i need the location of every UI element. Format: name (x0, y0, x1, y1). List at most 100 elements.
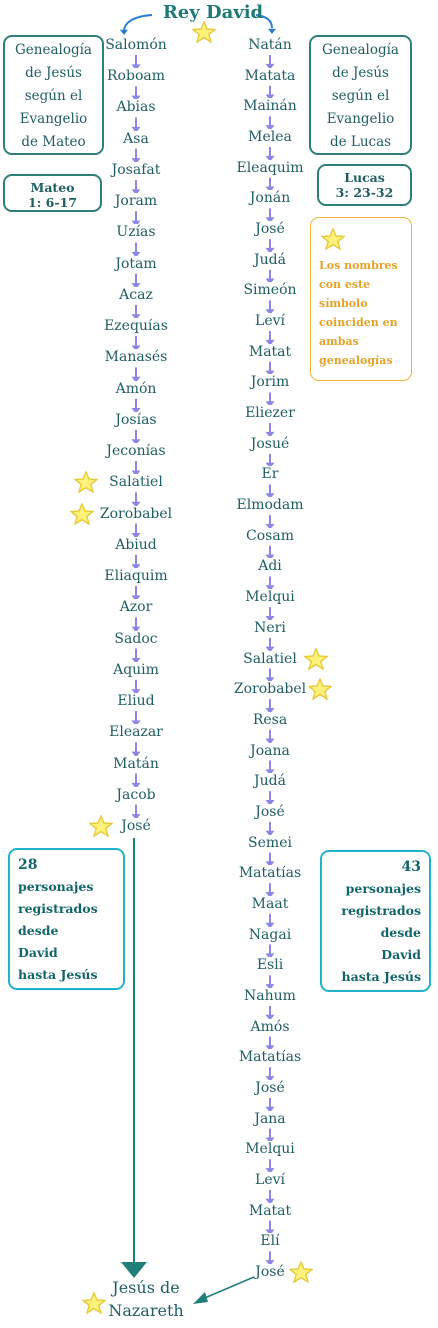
box-line: de Jesús (25, 65, 82, 81)
box-line: según el (331, 88, 390, 104)
lucas-arrow-head (265, 493, 275, 500)
lucas-name: Melqui (244, 589, 296, 606)
lucas-arrow-head (265, 677, 275, 684)
lucas-arrow-head (265, 186, 275, 193)
mateo-name: Salatiel (108, 474, 164, 491)
mateo-arrow-head (131, 95, 141, 102)
box-line: de Jesús (332, 65, 389, 81)
count-line: personajes (18, 879, 94, 894)
lucas-arrow-head (265, 94, 275, 101)
count-number: 28 (18, 857, 38, 873)
lucas-arrow-head (265, 554, 275, 561)
reference-verses: 3: 23-32 (335, 185, 394, 200)
mateo-arrow-head (131, 532, 141, 539)
lucas-name: Mainán (242, 98, 298, 115)
box-line: de Lucas (329, 134, 392, 150)
mateo-arrow-head (131, 564, 141, 571)
star-icon (89, 815, 114, 837)
lucas-name: José (254, 803, 286, 820)
lucas-name: Cosam (245, 527, 295, 544)
mateo-gospel-box: Genealogía de Jesús según el Evangelio d… (3, 35, 104, 155)
star-icon (288, 1261, 313, 1283)
mateo-name: Zorobabel (98, 505, 174, 522)
lucas-name: Semei (247, 834, 293, 851)
mateo-arrow-head (131, 501, 141, 508)
box-line: de Mateo (21, 134, 86, 150)
mateo-arrow-head (131, 64, 141, 71)
lucas-arrow-head (265, 769, 275, 776)
lucas-name: Nahum (243, 987, 297, 1004)
count-number: 43 (401, 859, 421, 875)
mateo-arrow-head (131, 751, 141, 758)
lucas-name: Maat (250, 895, 290, 912)
lucas-final-head (193, 1292, 208, 1304)
lucas-arrow-head (265, 861, 275, 868)
lucas-name: Joana (249, 742, 291, 759)
mateo-count-box: 28 personajes registrados desde David ha… (8, 848, 125, 990)
lucas-name: Judá (253, 251, 287, 268)
lucas-arrow-head (265, 1106, 275, 1113)
note-line: genealogías (319, 354, 393, 367)
mateo-arrow-head (131, 782, 141, 789)
mateo-arrow-head (131, 595, 141, 602)
lucas-name: Eleaquim (235, 159, 305, 176)
lucas-arrow-head (265, 585, 275, 592)
box-line: Evangelio (326, 111, 395, 127)
lucas-arrow-head (265, 646, 275, 653)
lucas-name: Jonán (248, 190, 292, 207)
lucas-arrow-head (265, 953, 275, 960)
lucas-name: Matat (247, 1202, 293, 1219)
mateo-arrow-head (131, 345, 141, 352)
mateo-name: Eliaquim (103, 568, 169, 585)
star-icon (308, 678, 333, 701)
lucas-arrow-head (265, 401, 275, 408)
lucas-arrow-head (265, 984, 275, 990)
lucas-arrow-head (265, 155, 275, 162)
lucas-name: Er (260, 466, 280, 483)
mateo-arrow-head (131, 408, 141, 414)
mateo-name: Jotam (114, 255, 158, 272)
lucas-name: Eliezer (244, 405, 296, 422)
lucas-name: Matata (243, 67, 297, 84)
lucas-name: Leví (254, 1171, 286, 1188)
note-line: con este (319, 278, 371, 291)
mateo-reference-box: Mateo 1: 6-17 (3, 174, 102, 212)
mateo-arrow-head (131, 814, 141, 820)
top-arrow-right (255, 14, 273, 29)
mateo-arrow-head (131, 657, 141, 664)
lucas-name: Esli (255, 957, 285, 974)
mateo-name: Eliud (116, 693, 156, 710)
lucas-arrow-head (265, 892, 275, 898)
star-icon (321, 228, 345, 250)
star-icon (192, 21, 216, 43)
lucas-name: Jorim (249, 374, 291, 391)
lucas-name: Melqui (244, 1141, 296, 1158)
lucas-arrow-head (265, 1045, 275, 1052)
lucas-arrow-head (265, 431, 275, 438)
count-line: hasta Jesús (18, 967, 98, 982)
lucas-arrow-head (265, 800, 275, 806)
star-legend-note: Los nombres con este símbolo coinciden e… (310, 217, 412, 381)
count-line: David (381, 947, 421, 962)
lucas-arrow-head (265, 922, 275, 929)
lucas-arrow-head (265, 615, 275, 622)
mateo-arrow-head (131, 283, 141, 289)
lucas-name: Amós (249, 1018, 291, 1035)
final-line-1: Jesús de (112, 1278, 180, 1297)
lucas-name: Elí (259, 1233, 281, 1250)
note-line: ambas (319, 335, 359, 348)
mateo-arrow-head (131, 251, 141, 258)
lucas-arrow-head (265, 278, 275, 285)
mateo-name: Manasés (103, 349, 169, 366)
mateo-name: Josías (114, 411, 158, 428)
lucas-name: Nagai (247, 926, 293, 943)
star-icon (82, 1292, 106, 1314)
lucas-count-box: 43 personajes registrados desde David ha… (320, 850, 431, 992)
lucas-reference-box: Lucas 3: 23-32 (317, 164, 412, 206)
lucas-arrow-head (265, 1198, 275, 1205)
lucas-arrow-head (265, 708, 275, 714)
lucas-arrow-head (265, 1076, 275, 1082)
note-line: símbolo (319, 297, 368, 310)
mateo-arrow-head (131, 720, 141, 727)
mateo-name: Aquim (112, 661, 160, 678)
